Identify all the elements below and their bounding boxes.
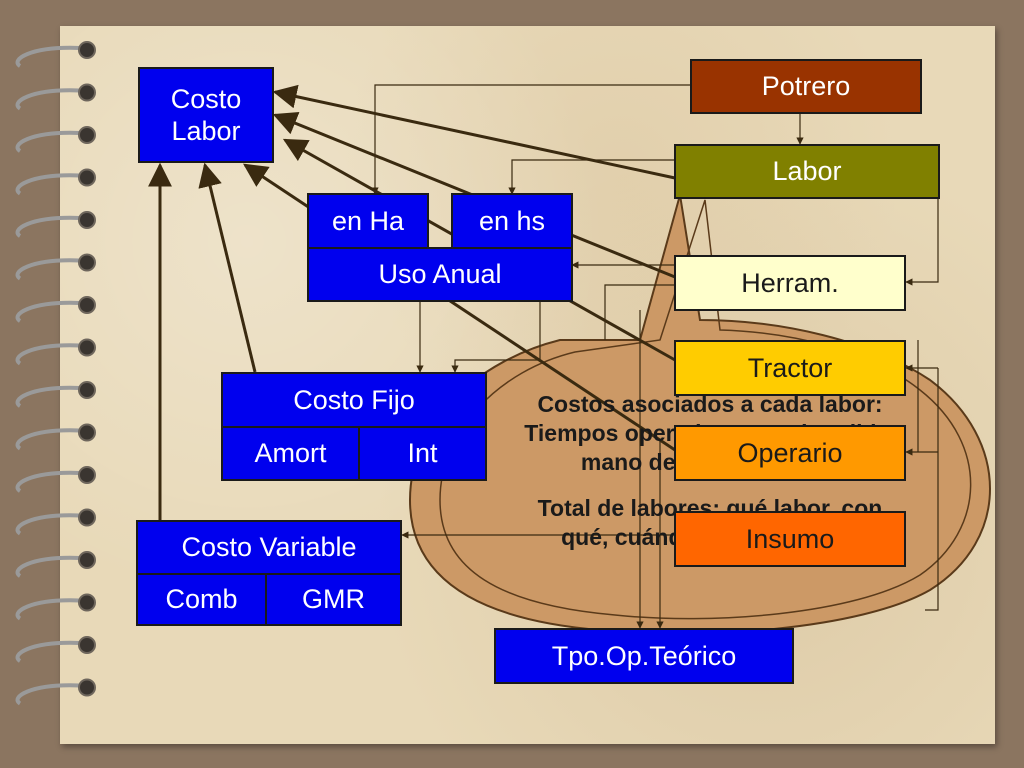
en-hs-box: en hs (451, 193, 573, 249)
insumo-label: Insumo (745, 523, 835, 554)
costo-labor-label: Costo Labor (170, 83, 242, 146)
binding-ring (15, 555, 81, 578)
connector-labor-right-rail (905, 198, 939, 286)
amort-box: Amort (221, 426, 360, 481)
costo-labor-box: Costo Labor (138, 67, 274, 163)
binding-hole (78, 296, 96, 314)
binding-ring (15, 258, 81, 281)
int-label: Int (407, 438, 438, 469)
labor-box: Labor (674, 144, 940, 199)
insumo-box: Insumo (674, 511, 906, 567)
comb-label: Comb (165, 584, 238, 615)
connector-rail-insumo (925, 368, 939, 611)
binding-hole (78, 593, 96, 612)
comb-box: Comb (136, 573, 267, 626)
binding-ring (15, 683, 81, 706)
tpo-op-teorico-label: Tpo.Op.Teórico (551, 640, 737, 671)
costo-variable-label: Costo Variable (181, 532, 357, 563)
binding-hole (78, 41, 96, 59)
connector-callout-costo-fijo (451, 300, 541, 373)
int-box: Int (358, 426, 487, 481)
operario-label: Operario (737, 437, 843, 468)
en-ha-label: en Ha (331, 205, 405, 236)
binding-ring (15, 640, 81, 663)
tpo-op-teorico-box: Tpo.Op.Teórico (494, 628, 794, 684)
spiral-binding (15, 41, 96, 706)
gmr-box: GMR (265, 573, 402, 626)
herram-box: Herram. (674, 255, 906, 311)
binding-ring (15, 513, 81, 536)
costo-variable-box: Costo Variable (136, 520, 402, 575)
binding-hole (78, 83, 96, 102)
uso-anual-label: Uso Anual (378, 259, 502, 290)
binding-hole (78, 423, 96, 442)
connector-potrero-en-ha (371, 84, 690, 195)
binding-ring (15, 598, 81, 621)
tractor-box: Tractor (674, 340, 906, 396)
binding-ring (15, 173, 81, 196)
binding-ring (15, 470, 81, 493)
binding-hole (78, 508, 96, 527)
amort-label: Amort (254, 438, 327, 469)
costo-fijo-box: Costo Fijo (221, 372, 487, 428)
gmr-label: GMR (302, 584, 365, 615)
binding-hole (78, 253, 96, 272)
binding-ring (15, 428, 81, 451)
herram-label: Herram. (741, 267, 839, 298)
binding-hole (78, 551, 96, 569)
binding-ring (15, 45, 81, 68)
potrero-box: Potrero (690, 59, 922, 114)
binding-hole (78, 381, 96, 399)
binding-ring (15, 385, 81, 408)
arrow-costo-fijo-costo-labor (198, 162, 257, 373)
binding-hole (78, 211, 96, 229)
tractor-label: Tractor (747, 352, 833, 383)
labor-label: Labor (772, 156, 842, 187)
binding-hole (78, 466, 96, 484)
arrow-labor-costo-labor (272, 84, 676, 180)
binding-ring (15, 130, 81, 153)
binding-ring (15, 215, 81, 238)
en-ha-box: en Ha (307, 193, 429, 249)
binding-ring (15, 343, 81, 366)
binding-hole (78, 168, 96, 187)
costo-fijo-label: Costo Fijo (293, 384, 415, 415)
binding-ring (15, 300, 81, 323)
en-hs-label: en hs (478, 205, 546, 236)
binding-ring (15, 88, 81, 111)
binding-hole (78, 126, 96, 144)
binding-hole (78, 338, 96, 357)
potrero-label: Potrero (761, 71, 851, 102)
binding-hole (78, 678, 96, 697)
uso-anual-box: Uso Anual (307, 247, 573, 302)
operario-box: Operario (674, 425, 906, 481)
connector-labor-en-hs (508, 159, 675, 195)
binding-hole (78, 636, 96, 654)
